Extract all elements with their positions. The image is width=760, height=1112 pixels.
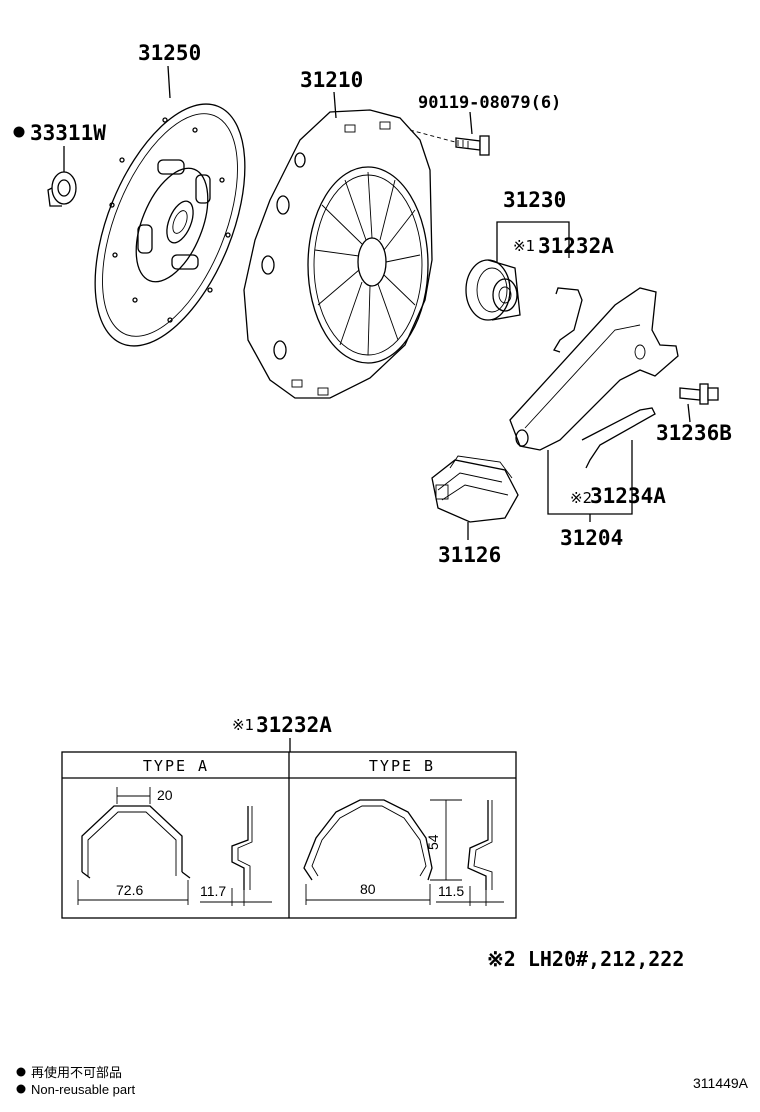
type-b-clip-drawing (303, 799, 493, 890)
part-label-31230: 31230 (503, 188, 566, 212)
part-label-33311w: 33311W (30, 121, 106, 145)
legend-en: Non-reusable part (31, 1082, 135, 1097)
detail-table (61, 751, 517, 919)
part-label-90119: 90119-08079(6) (418, 93, 561, 113)
part-label-31210: 31210 (300, 68, 363, 92)
type-a-header: TYPE A (143, 757, 209, 775)
type-b-header: TYPE B (369, 757, 435, 775)
legend-dot-icon (16, 1084, 26, 1094)
type-a-clip-drawing (81, 805, 253, 890)
figure-code: 311449A (693, 1075, 749, 1091)
type-b-height-dimension: 54 (425, 834, 441, 850)
release-bearing-clip (553, 287, 583, 353)
part-label-31236b: 31236B (656, 421, 732, 445)
legend-jp: 再使用不可部品 (31, 1065, 122, 1080)
type-a-width-dimension: 72.6 (116, 882, 143, 898)
type-a-top-dimension: 20 (157, 787, 173, 803)
release-fork-boot (431, 455, 519, 523)
part-label-31126: 31126 (438, 543, 501, 567)
release-fork (509, 287, 679, 451)
pilot-bearing (47, 171, 77, 207)
non-reusable-dot-icon (13, 126, 25, 138)
part-label-31232a: 31232A (538, 234, 614, 258)
release-fork-spring (581, 407, 656, 469)
part-label-31234a: 31234A (590, 484, 666, 508)
fork-pivot-bolt (679, 383, 719, 405)
applicability-note: ※2 LH20#,212,222 (487, 947, 684, 971)
type-b-width-dimension: 80 (360, 881, 376, 897)
note-mark-1: ※1 (513, 237, 535, 255)
clutch-cover (243, 109, 433, 399)
detail-part-label: 31232A (256, 713, 332, 737)
type-a-side-dimension: 11.7 (200, 883, 226, 899)
note-mark-2: ※2 (570, 489, 592, 507)
type-b-side-dimension: 11.5 (438, 883, 464, 899)
legend-dot-icon (16, 1067, 26, 1077)
clutch-disc (94, 103, 246, 347)
cover-bolt (455, 135, 490, 156)
part-label-31204: 31204 (560, 526, 623, 550)
release-bearing (465, 259, 521, 321)
part-label-31250: 31250 (138, 41, 201, 65)
detail-mark: ※1 (232, 716, 254, 734)
